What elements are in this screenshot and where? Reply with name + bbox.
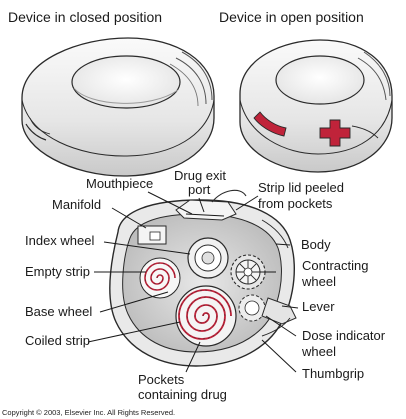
label-mouthpiece: Mouthpiece [86, 176, 153, 191]
label-base-wheel: Base wheel [25, 304, 92, 319]
dose-indicator-wheel [239, 295, 265, 321]
label-dose-indicator-1: Dose indicator [302, 328, 386, 343]
label-coiled-strip: Coiled strip [25, 333, 90, 348]
label-strip-lid-1: Strip lid peeled [258, 180, 344, 195]
empty-strip-coil [140, 258, 180, 298]
device-closed [22, 38, 214, 176]
coiled-strip [176, 286, 236, 346]
label-pockets-2: containing drug [138, 387, 227, 402]
label-contracting-2: wheel [301, 274, 336, 289]
label-pockets-1: Pockets [138, 372, 185, 387]
device-cutaway [110, 190, 296, 366]
caption-open: Device in open position [219, 9, 364, 25]
label-drug-exit-1: Drug exit [174, 168, 226, 183]
contracting-wheel [231, 255, 265, 289]
label-lever: Lever [302, 299, 335, 314]
label-contracting-1: Contracting [302, 258, 368, 273]
caption-closed: Device in closed position [8, 9, 162, 25]
label-manifold: Manifold [52, 197, 101, 212]
index-wheel [188, 238, 228, 278]
label-empty-strip: Empty strip [25, 264, 90, 279]
label-body: Body [301, 237, 331, 252]
label-index-wheel: Index wheel [25, 233, 94, 248]
copyright-notice: Copyright © 2003, Elsevier Inc. All Righ… [2, 408, 175, 417]
label-drug-exit-2: port [188, 182, 211, 197]
label-dose-indicator-2: wheel [301, 344, 336, 359]
label-thumbgrip: Thumbgrip [302, 366, 364, 381]
label-strip-lid-2: from pockets [258, 196, 333, 211]
device-open [240, 40, 392, 172]
